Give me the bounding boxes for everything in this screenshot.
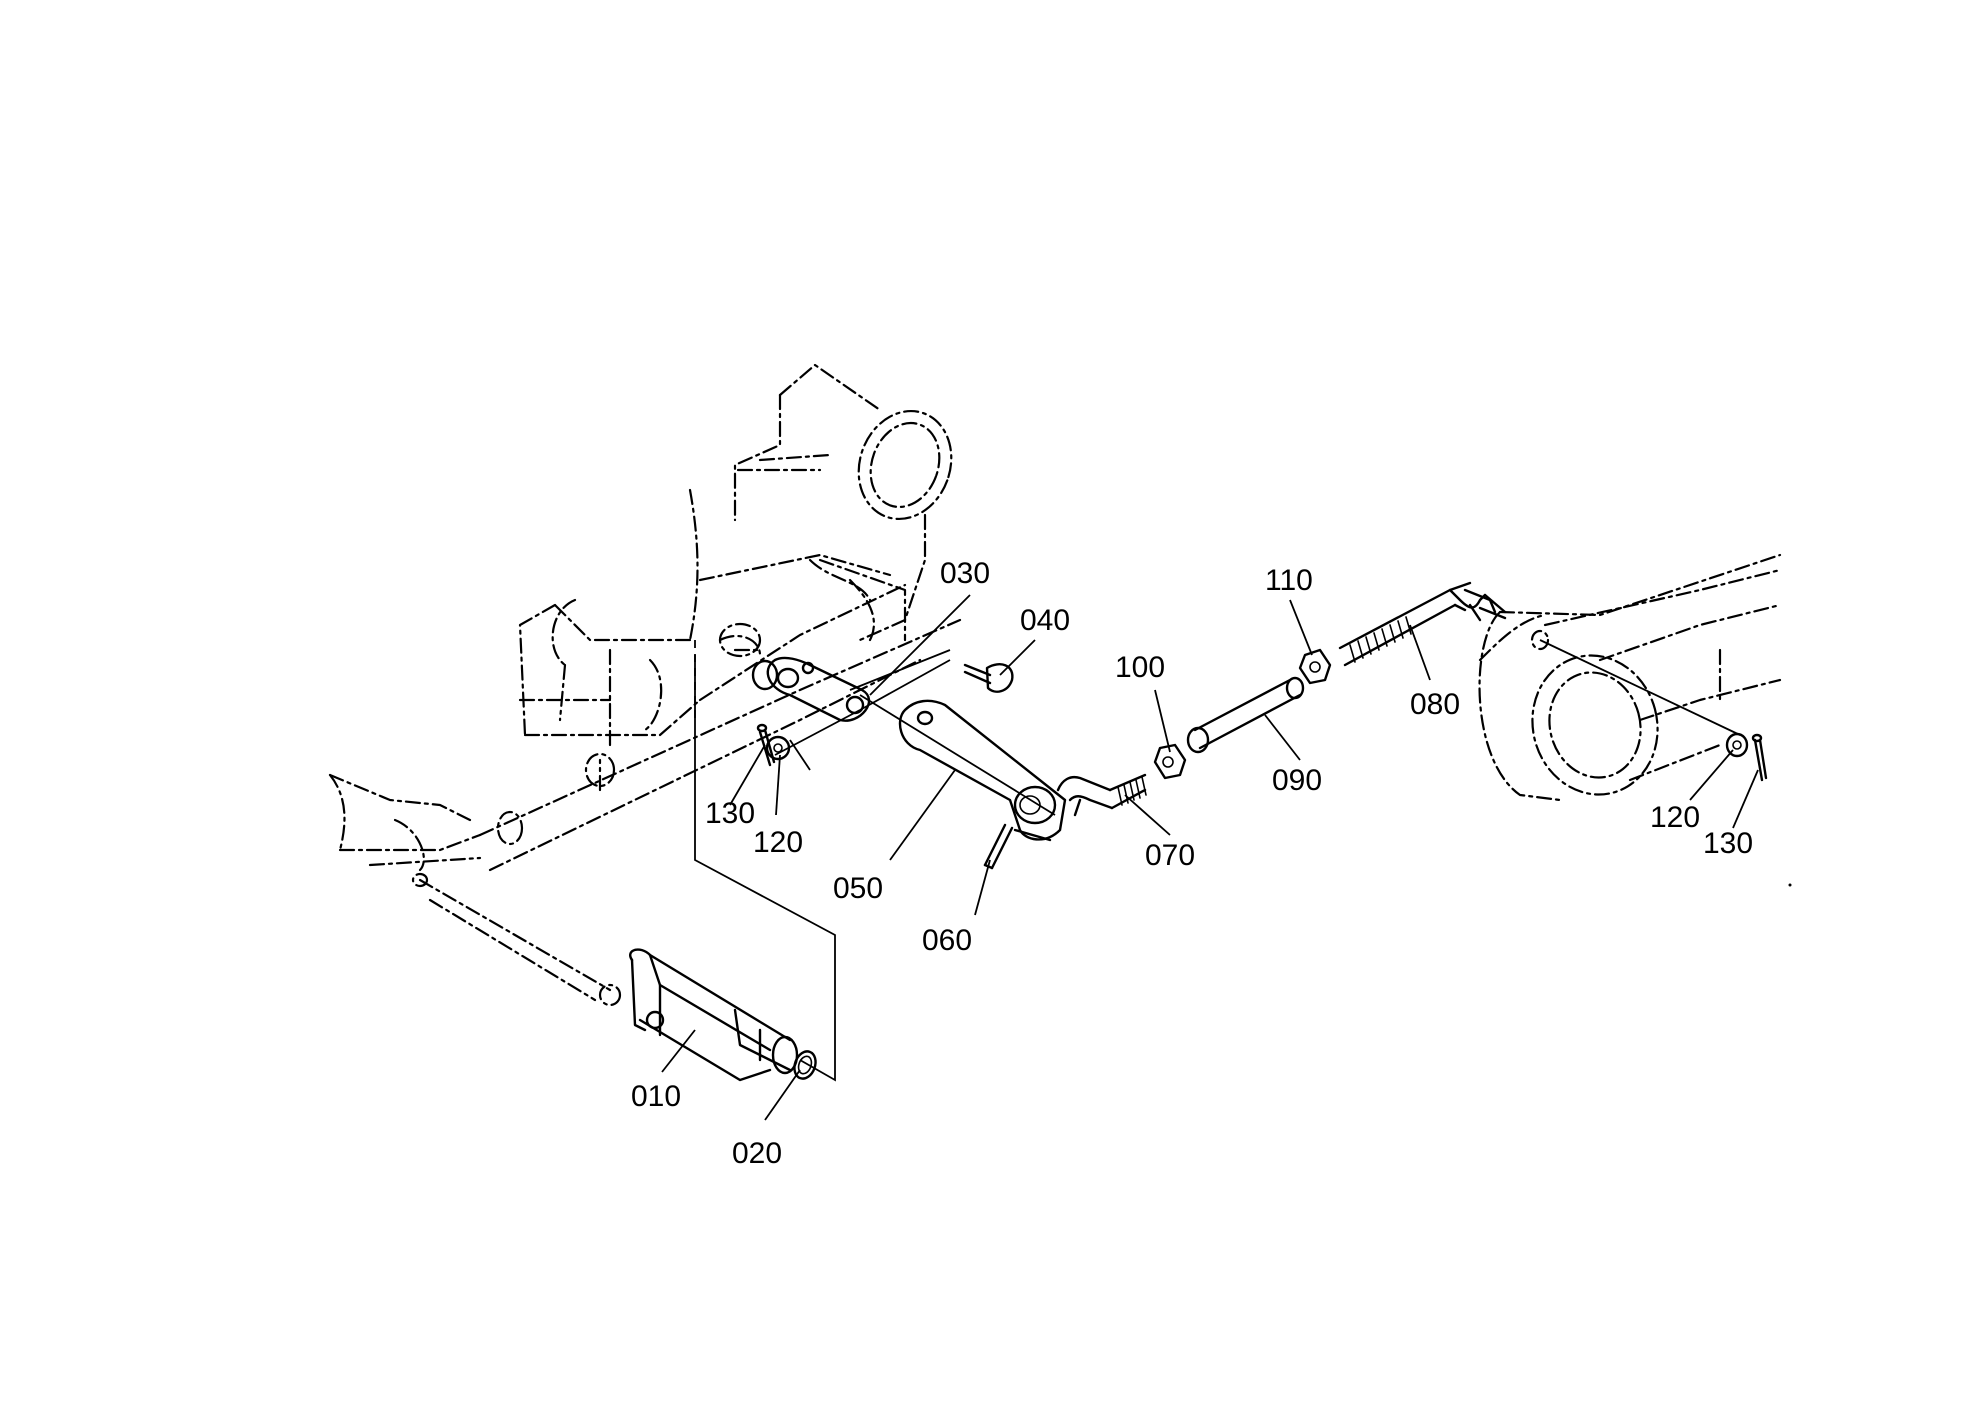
leader-lines <box>661 594 1759 1121</box>
part-070-threaded-rod <box>1056 773 1147 817</box>
label-060: 060 <box>922 924 972 957</box>
label-030: 030 <box>940 557 990 590</box>
part-040-bolt <box>963 663 1014 693</box>
part-100-nut <box>1153 743 1187 780</box>
part-030-link-plate <box>751 656 870 722</box>
label-110: 110 <box>1265 564 1313 597</box>
label-080: 080 <box>1410 688 1460 721</box>
part-050-lever-arm <box>898 699 1067 842</box>
scan-dot <box>1788 883 1792 887</box>
part-080-hook-rod <box>1338 581 1507 667</box>
part-110-nut <box>1298 648 1332 685</box>
part-020-o-ring <box>793 1050 817 1080</box>
label-130-left: 130 <box>705 797 755 830</box>
part-130-cotter-pin-right <box>1751 733 1768 782</box>
label-130-right: 130 <box>1703 827 1753 860</box>
label-100: 100 <box>1115 651 1165 684</box>
label-050: 050 <box>833 872 883 905</box>
part-120-washer-left <box>765 735 791 761</box>
label-020: 020 <box>732 1137 782 1170</box>
part-number-labels: 030 040 100 110 080 090 070 050 060 010 … <box>631 557 1753 1170</box>
ghost-axle-housing-left <box>328 363 962 872</box>
thread-080 <box>1349 616 1412 663</box>
part-130-cotter-pin-left <box>756 723 776 767</box>
ghost-rod <box>411 872 622 1007</box>
part-010-shaft <box>629 948 799 1082</box>
thread-070 <box>1117 776 1147 806</box>
part-090-sleeve <box>1186 676 1305 754</box>
label-040: 040 <box>1020 604 1070 637</box>
label-010: 010 <box>631 1080 681 1113</box>
ghost-axle-housing-right <box>1478 553 1782 802</box>
label-120-right: 120 <box>1650 801 1700 834</box>
label-070: 070 <box>1145 839 1195 872</box>
label-120-left: 120 <box>753 826 803 859</box>
part-120-washer-right <box>1725 732 1749 758</box>
ghost-reference-lines <box>694 639 1741 1082</box>
label-090: 090 <box>1272 764 1322 797</box>
